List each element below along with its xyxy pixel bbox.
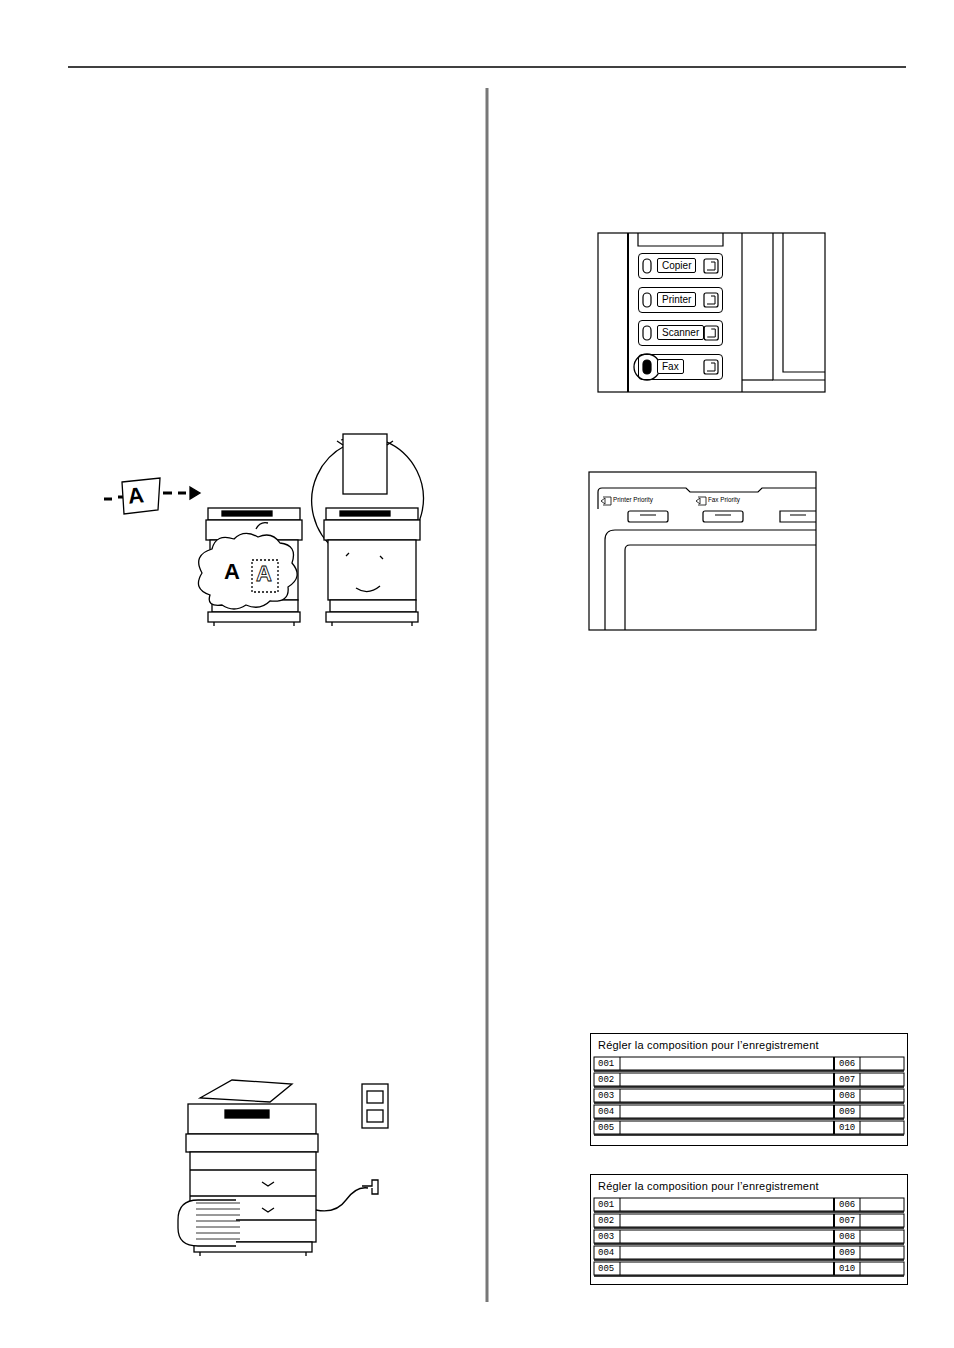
entry-number: 007	[839, 1216, 855, 1226]
mode-button: Copier	[638, 253, 723, 279]
mode-icon-glyph	[707, 363, 715, 371]
table-row	[594, 1198, 904, 1212]
entry-number: 003	[598, 1091, 614, 1101]
copier-power-illustration	[178, 1080, 388, 1256]
indicator-lamp	[643, 326, 651, 340]
screen-table: Régler la composition pour l’enregistrem…	[590, 1174, 908, 1285]
table-row	[594, 1105, 904, 1119]
illustration-letter: A	[224, 560, 240, 584]
table-row	[594, 1230, 904, 1244]
key-text: Fax Priority	[695, 496, 761, 504]
mode-icon	[704, 360, 718, 374]
indicator-lamp	[643, 293, 651, 307]
priority-key-label: Fax Priority	[695, 496, 761, 506]
entry-number: 007	[839, 1075, 855, 1085]
key-text: Printer	[657, 292, 696, 307]
entry-number: 005	[598, 1264, 614, 1274]
entry-number: 006	[839, 1059, 855, 1069]
mode-icon-glyph	[707, 296, 715, 304]
table-row	[594, 1057, 904, 1071]
entry-number: 008	[839, 1232, 855, 1242]
screen-tables	[594, 1057, 904, 1276]
mode-button: Printer	[638, 287, 723, 313]
screen-table: Régler la composition pour l’enregistrem…	[590, 1033, 908, 1146]
indicator-lamp	[643, 360, 651, 374]
key-text: Printer Priority	[600, 496, 688, 504]
entry-number: 008	[839, 1091, 855, 1101]
column-divider	[486, 88, 489, 1302]
priority-panel	[589, 472, 816, 630]
screen-title: Régler la composition pour l’enregistrem…	[591, 1175, 907, 1193]
entry-number: 010	[839, 1123, 855, 1133]
entry-number: 004	[598, 1248, 614, 1258]
table-row	[594, 1121, 904, 1135]
entry-number: 002	[598, 1075, 614, 1085]
mode-icon	[704, 259, 718, 273]
illustration-letter: A	[127, 483, 145, 509]
mode-icon	[704, 326, 718, 340]
illustration-letter: A	[256, 562, 272, 586]
mode-icon	[704, 293, 718, 307]
mode-icon-glyph	[707, 329, 715, 337]
entry-number: 010	[839, 1264, 855, 1274]
mode-button: Fax	[638, 354, 723, 380]
key-text: Copier	[657, 258, 696, 273]
table-row	[594, 1089, 904, 1103]
priority-key-label: Printer Priority	[600, 496, 688, 506]
key-text: Scanner	[657, 325, 704, 340]
entry-number: 006	[839, 1200, 855, 1210]
entry-number: 001	[598, 1200, 614, 1210]
indicator-lamp	[643, 259, 651, 273]
entry-number: 009	[839, 1248, 855, 1258]
entry-number: 004	[598, 1107, 614, 1117]
entry-number: 005	[598, 1123, 614, 1133]
control-panel	[598, 233, 825, 392]
table-row	[594, 1214, 904, 1228]
copy-illustration	[104, 434, 423, 626]
screen-title: Régler la composition pour l’enregistrem…	[591, 1034, 907, 1052]
entry-number: 002	[598, 1216, 614, 1226]
entry-number: 009	[839, 1107, 855, 1117]
entry-number: 003	[598, 1232, 614, 1242]
table-row	[594, 1073, 904, 1087]
table-row	[594, 1262, 904, 1276]
mode-button: Scanner	[638, 320, 723, 346]
mode-icon-glyph	[707, 262, 715, 270]
entry-number: 001	[598, 1059, 614, 1069]
header-rule	[68, 66, 906, 68]
key-text: Fax	[657, 359, 684, 374]
table-row	[594, 1246, 904, 1260]
